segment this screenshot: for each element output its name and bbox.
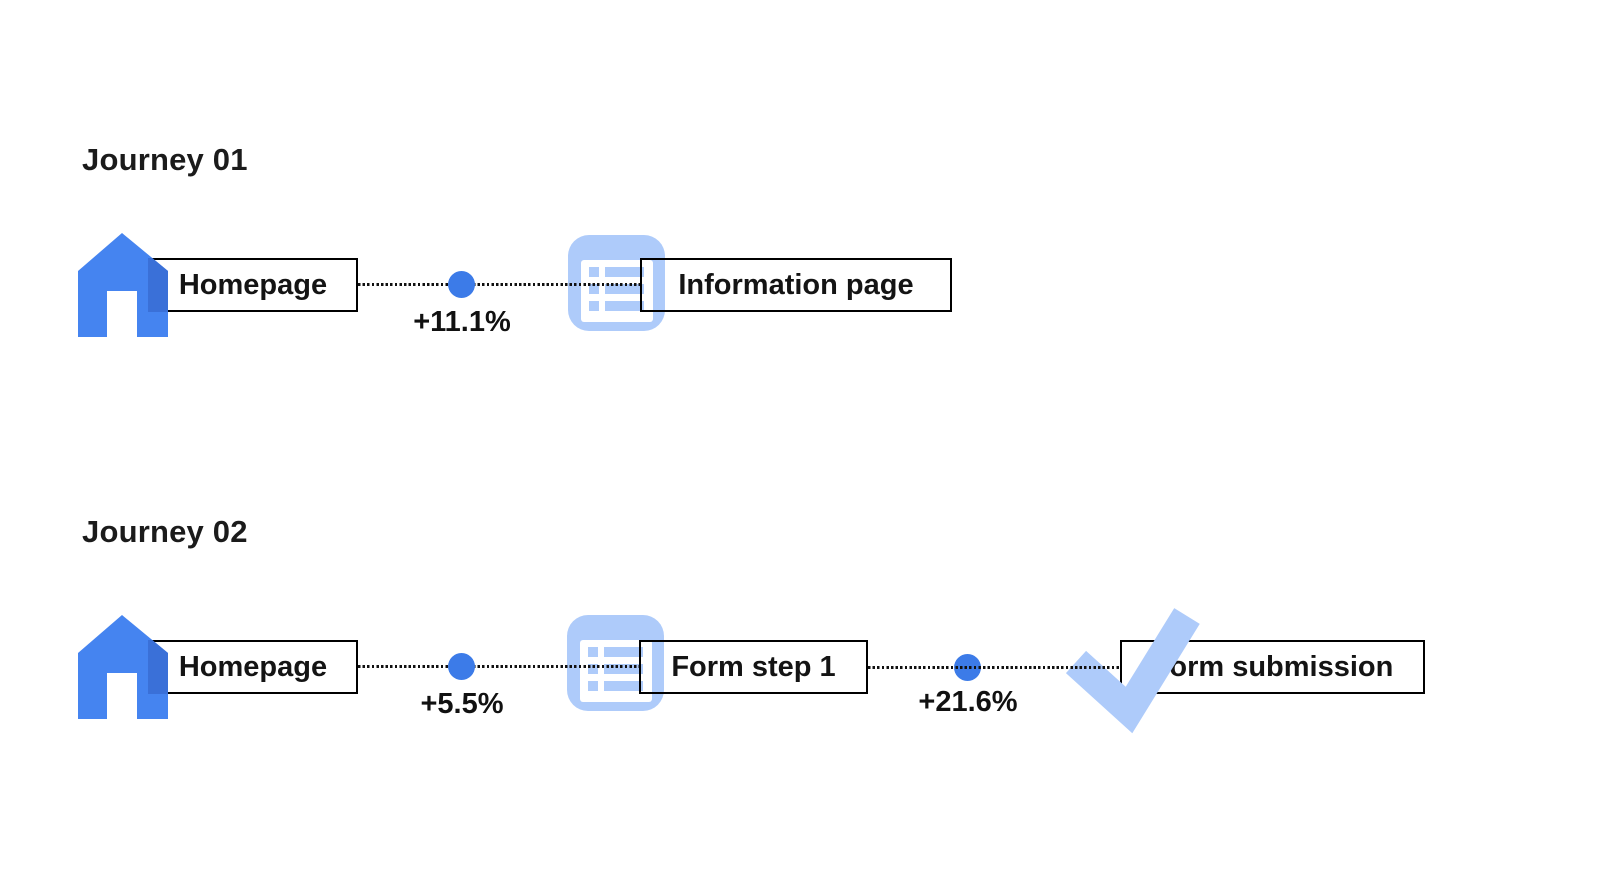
transition-delta: +11.1% — [413, 306, 511, 338]
list-row — [588, 647, 643, 657]
connector-line — [358, 665, 640, 668]
transition-dot — [448, 271, 475, 298]
transition-delta: +5.5% — [420, 688, 504, 720]
step-label: Homepage — [178, 268, 328, 301]
step-label: Homepage — [178, 650, 328, 683]
step-label-box: Form submission — [1120, 640, 1425, 694]
checkmark-icon — [1065, 608, 1200, 734]
step-label-box: Homepage — [148, 258, 358, 312]
list-row — [589, 284, 644, 294]
journey-title: Journey 02 — [82, 514, 248, 549]
transition-dot — [448, 653, 475, 680]
step-label: Form submission — [1151, 650, 1394, 683]
connector-line — [868, 666, 1120, 669]
step-label: Information page — [678, 268, 914, 301]
step-label-box: Information page — [640, 258, 952, 312]
journey-title: Journey 01 — [82, 142, 248, 177]
list-row — [589, 267, 644, 277]
transition-delta: +21.6% — [918, 686, 1018, 718]
list-row — [589, 301, 644, 311]
list-row — [588, 664, 643, 674]
connector-line — [358, 283, 640, 286]
home-icon — [78, 615, 168, 719]
step-label-box: Homepage — [148, 640, 358, 694]
list-row — [588, 681, 643, 691]
step-label: Form step 1 — [671, 650, 836, 683]
home-icon — [78, 233, 168, 337]
step-label-box: Form step 1 — [639, 640, 868, 694]
